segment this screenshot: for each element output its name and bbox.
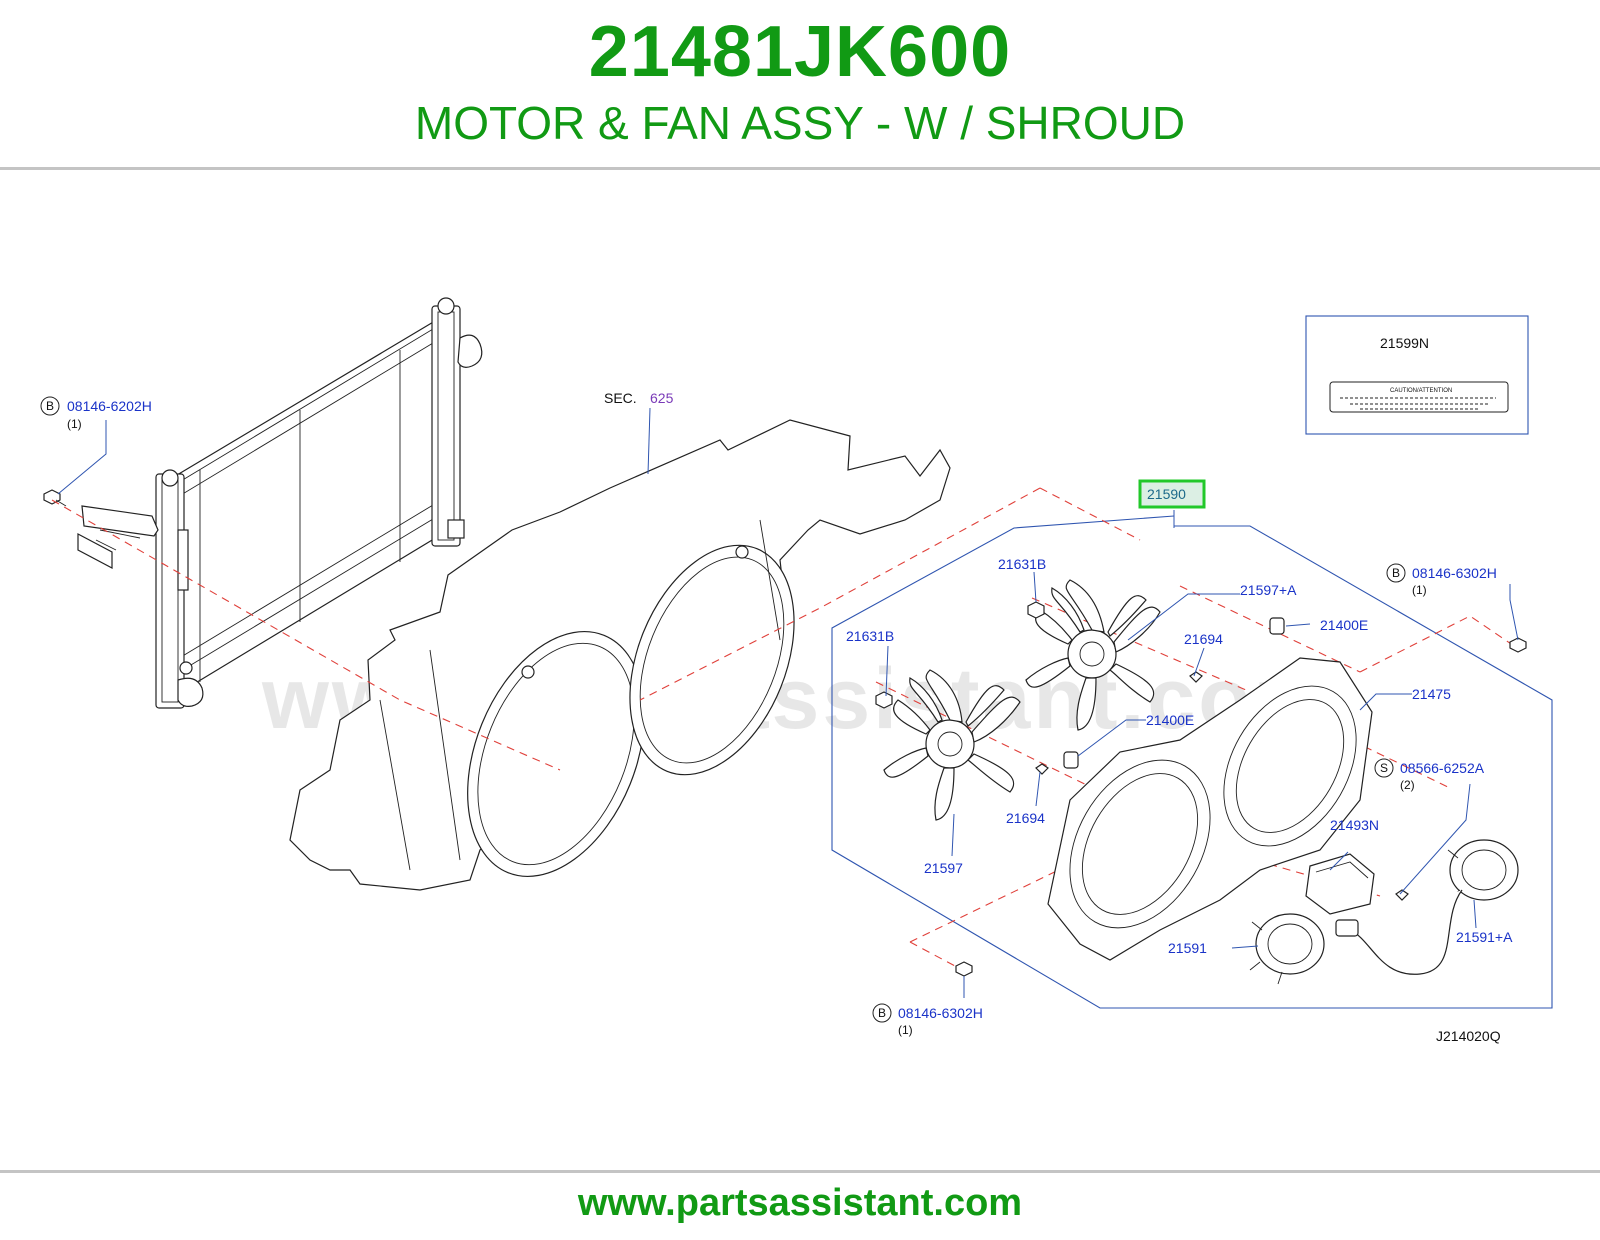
callout-shroud[interactable]: 21475: [1412, 686, 1451, 702]
callout-badge-letter: S: [1380, 761, 1388, 775]
callout-nut-lower[interactable]: 21631B: [846, 628, 894, 644]
callout-badge-letter: B: [878, 1006, 886, 1020]
assembly-outline: [831, 510, 1553, 1009]
resistor-drawing: [1305, 853, 1375, 915]
label-part-number: 21599N: [1380, 335, 1429, 351]
callout-badge-screw: [1374, 758, 1394, 778]
callout-qty: (1): [1412, 583, 1427, 597]
page-header: 21481JK600 MOTOR & FAN ASSY - W / SHROUD: [0, 0, 1600, 170]
leader-lines: [57, 407, 1519, 998]
callout-clip-upper[interactable]: 21694: [1184, 631, 1223, 647]
callout-bolt-top-left: 08146-6202H: [67, 398, 152, 414]
section-number-link[interactable]: 625: [650, 390, 674, 406]
callout-bolt-top-right[interactable]: 08146-6302H: [1412, 565, 1497, 581]
fan-lower-drawing: [883, 669, 1021, 821]
callout-qty: (1): [898, 1023, 913, 1037]
callout-motor-right[interactable]: 21591+A: [1456, 929, 1513, 945]
callout-badge-bolt-bottom: [872, 1003, 892, 1023]
highlighted-part-box[interactable]: [1138, 479, 1206, 509]
footer-divider: [0, 1170, 1600, 1173]
callout-qty: (1): [67, 417, 82, 431]
section-prefix: SEC.: [604, 390, 637, 406]
callout-screw[interactable]: 08566-6252A: [1400, 760, 1485, 776]
figure-code: J214020Q: [1436, 1028, 1501, 1044]
part-description: MOTOR & FAN ASSY - W / SHROUD: [414, 97, 1186, 149]
highlighted-part-number[interactable]: 21590: [1147, 486, 1186, 502]
callout-grommet-lower[interactable]: 21400E: [1146, 712, 1194, 728]
callout-clip-lower[interactable]: 21694: [1006, 810, 1045, 826]
caution-label-box: 21599N CAUTION/ATTENTION: [1305, 315, 1529, 435]
callout-fan-lower[interactable]: 21597: [924, 860, 963, 876]
callout-bolt-bottom[interactable]: 08146-6302H: [898, 1005, 983, 1021]
callout-motor-left[interactable]: 21591: [1168, 940, 1207, 956]
motor-right-drawing: [1335, 839, 1519, 975]
shroud-drawing: [1047, 657, 1373, 961]
callout-badge-letter: B: [1392, 566, 1400, 580]
fan-shroud-frame-drawing: [289, 419, 951, 891]
callout-badge-letter: B: [46, 399, 54, 413]
callout-qty: (2): [1400, 778, 1415, 792]
footer-website-link[interactable]: www.partsassistant.com: [577, 1182, 1023, 1224]
callout-grommet-upper[interactable]: 21400E: [1320, 617, 1368, 633]
part-number-title: 21481JK600: [588, 12, 1012, 92]
callout-nut-upper[interactable]: 21631B: [998, 556, 1046, 572]
header-divider: [0, 167, 1600, 170]
callout-badge-bolt-top-right: [1386, 563, 1406, 583]
callout-fan-upper[interactable]: 21597+A: [1240, 582, 1297, 598]
fan-upper-drawing: [1025, 579, 1161, 731]
small-hardware-drawing: [875, 601, 1527, 977]
radiator-drawing: [43, 297, 483, 709]
caution-caption: CAUTION/ATTENTION: [1390, 388, 1452, 394]
motor-left-drawing: [1249, 913, 1325, 985]
callout-badge-bolt-top-left: [40, 396, 60, 416]
callout-resistor[interactable]: 21493N: [1330, 817, 1379, 833]
